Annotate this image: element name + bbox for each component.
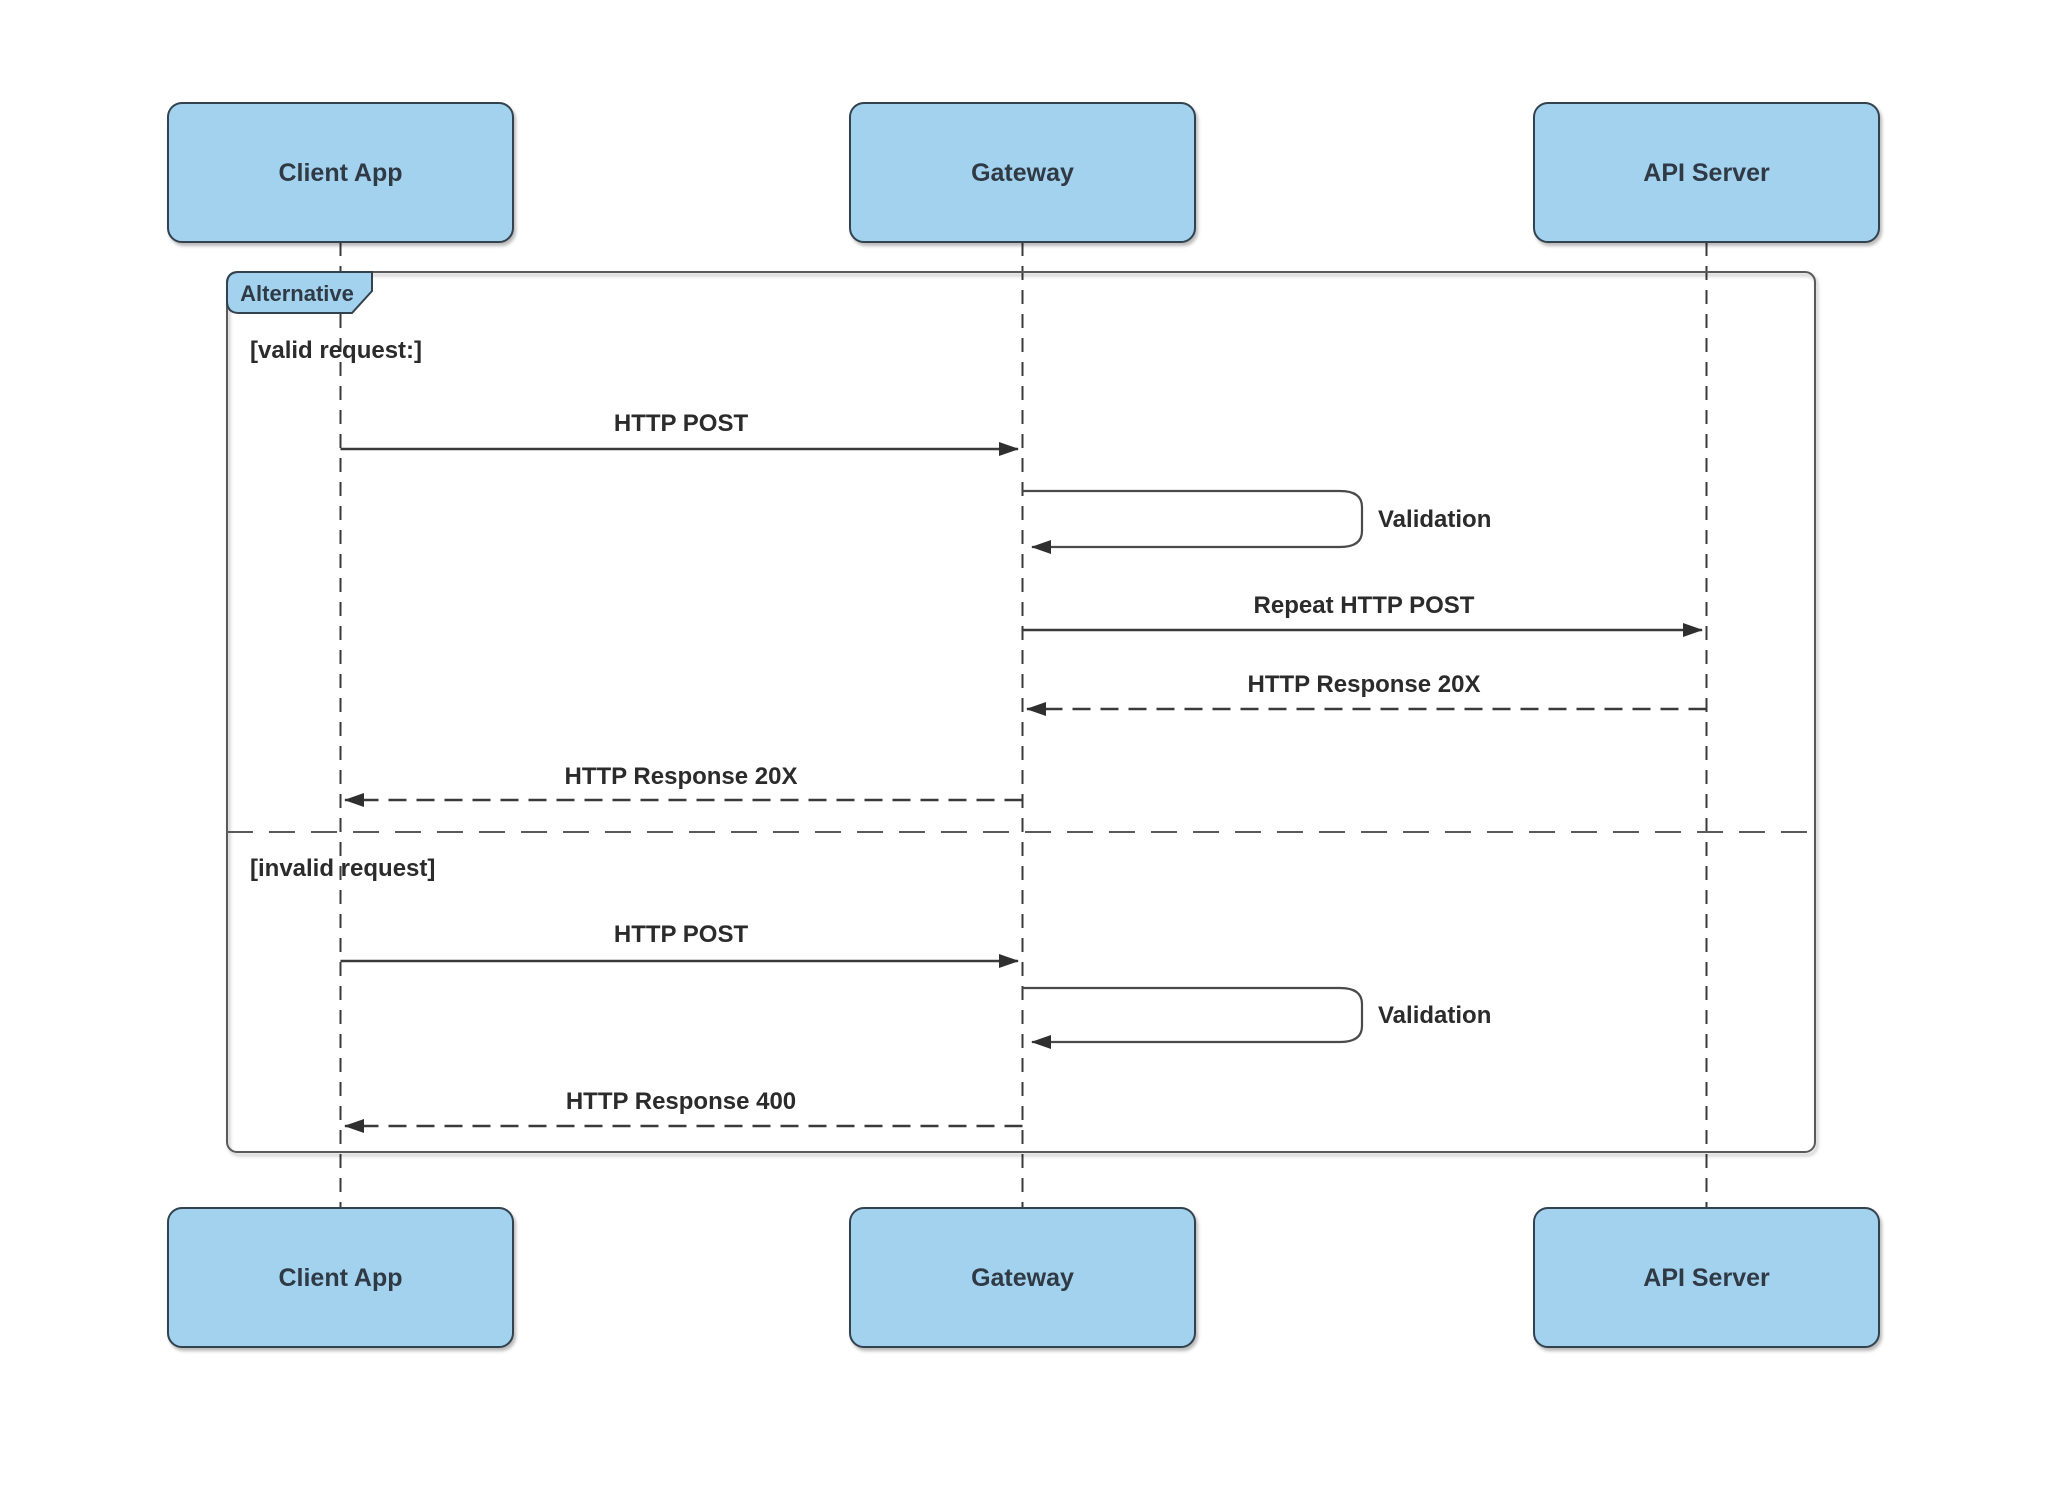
actor-client-app-top-label: Client App [278,159,402,187]
actor-client-app-bottom[interactable]: Client App [167,1207,514,1348]
message-http-post-1[interactable]: HTTP POST [340,410,1019,456]
alt-frame-tab [226,271,373,314]
message-repeat-http-post[interactable]: Repeat HTTP POST [1022,592,1703,637]
actor-api-server-bottom[interactable]: API Server [1533,1207,1880,1348]
actor-api-server-bottom-label: API Server [1643,1264,1770,1292]
actor-api-server-bottom-box [1533,1207,1880,1348]
guard-invalid-request: [invalid request] [250,855,435,882]
message-validation-2-selfcall [1022,986,1364,1049]
actor-client-app-bottom-label: Client App [278,1264,402,1292]
message-http-response-400-label: HTTP Response 400 [566,1088,796,1115]
message-validation-1[interactable]: Validation [1022,489,1492,554]
alt-fragment-frame[interactable]: Alternative [valid request:] [invalid re… [226,271,1816,1153]
actor-api-server-top[interactable]: API Server [1533,102,1880,243]
message-validation-2[interactable]: Validation [1022,986,1492,1049]
message-http-response-20x-to-gateway[interactable]: HTTP Response 20X [1026,671,1707,716]
message-validation-2-label: Validation [1378,1002,1491,1029]
actor-gateway-bottom[interactable]: Gateway [849,1207,1196,1348]
actor-client-app-top[interactable]: Client App [167,102,514,243]
message-http-post-2-label: HTTP POST [614,921,749,948]
actor-gateway-top-label: Gateway [971,159,1074,187]
message-http-response-20x-to-client[interactable]: HTTP Response 20X [344,763,1023,807]
message-http-response-20x-to-client-label: HTTP Response 20X [565,763,798,790]
actor-gateway-bottom-label: Gateway [971,1264,1074,1292]
actor-gateway-top-box [849,102,1196,243]
message-http-response-20x-to-gateway-label: HTTP Response 20X [1248,671,1481,698]
alt-frame-label: Alternative [240,281,354,306]
actor-gateway-bottom-box [849,1207,1196,1348]
actor-api-server-top-label: API Server [1643,159,1770,187]
actor-client-app-bottom-box [167,1207,514,1348]
alt-frame-border [226,271,1816,1153]
message-validation-1-label: Validation [1378,506,1491,533]
message-repeat-http-post-label: Repeat HTTP POST [1254,592,1475,619]
actor-client-app-top-box [167,102,514,243]
message-http-response-400[interactable]: HTTP Response 400 [344,1088,1023,1133]
actor-gateway-top[interactable]: Gateway [849,102,1196,243]
guard-valid-request: [valid request:] [250,337,422,364]
message-http-post-2[interactable]: HTTP POST [340,921,1019,968]
message-validation-1-selfcall [1022,489,1364,554]
actor-api-server-top-box [1533,102,1880,243]
message-http-post-1-label: HTTP POST [614,410,749,437]
